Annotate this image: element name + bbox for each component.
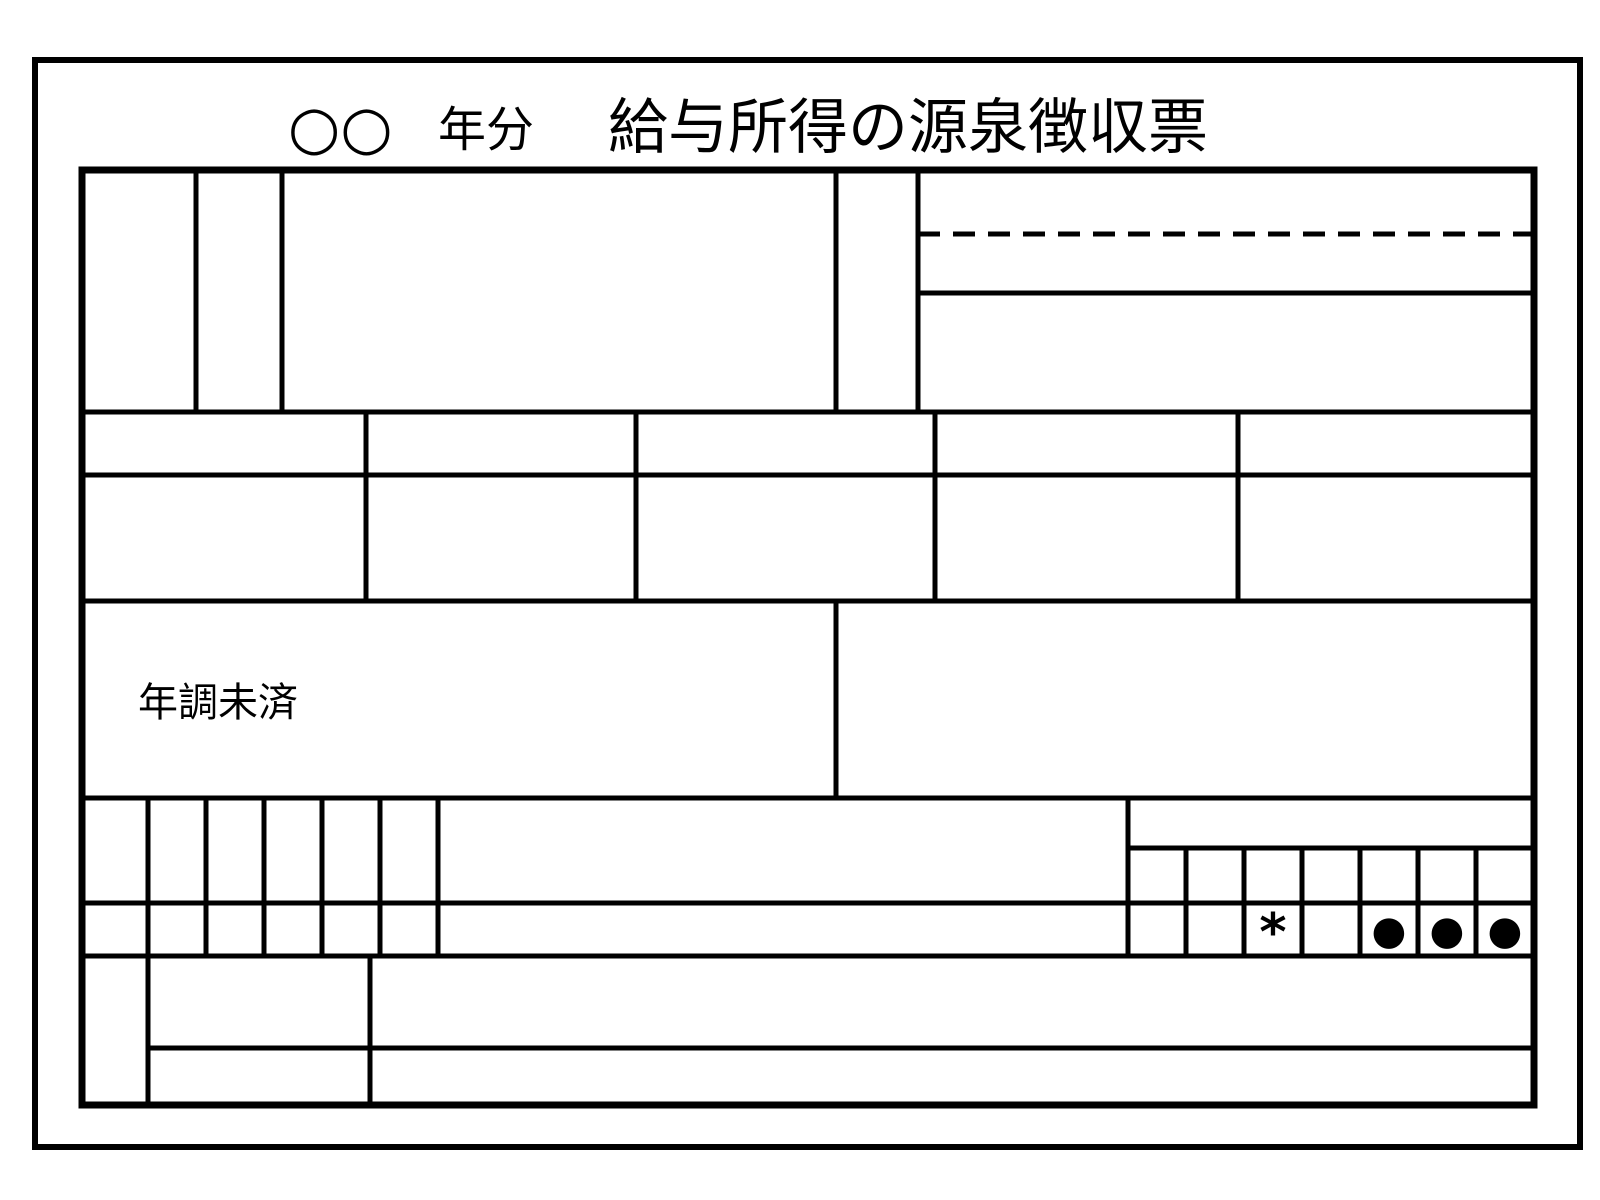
outer-frame <box>32 57 1583 1150</box>
title-year-suffix: 年分 <box>438 102 534 158</box>
table-grid-lines <box>82 170 1534 1105</box>
title-year-marks: ○○ <box>288 93 393 163</box>
form-title: 給与所得の源泉徴収票 <box>608 93 1208 163</box>
dot-mark: ● <box>1372 908 1407 954</box>
dot-mark: ● <box>1488 908 1523 954</box>
asterisk-mark: * <box>1259 903 1286 963</box>
inner-table-frame <box>78 166 1538 1109</box>
dot-mark: ● <box>1430 908 1465 954</box>
nencho-misumi-label: 年調未済 <box>138 680 298 726</box>
